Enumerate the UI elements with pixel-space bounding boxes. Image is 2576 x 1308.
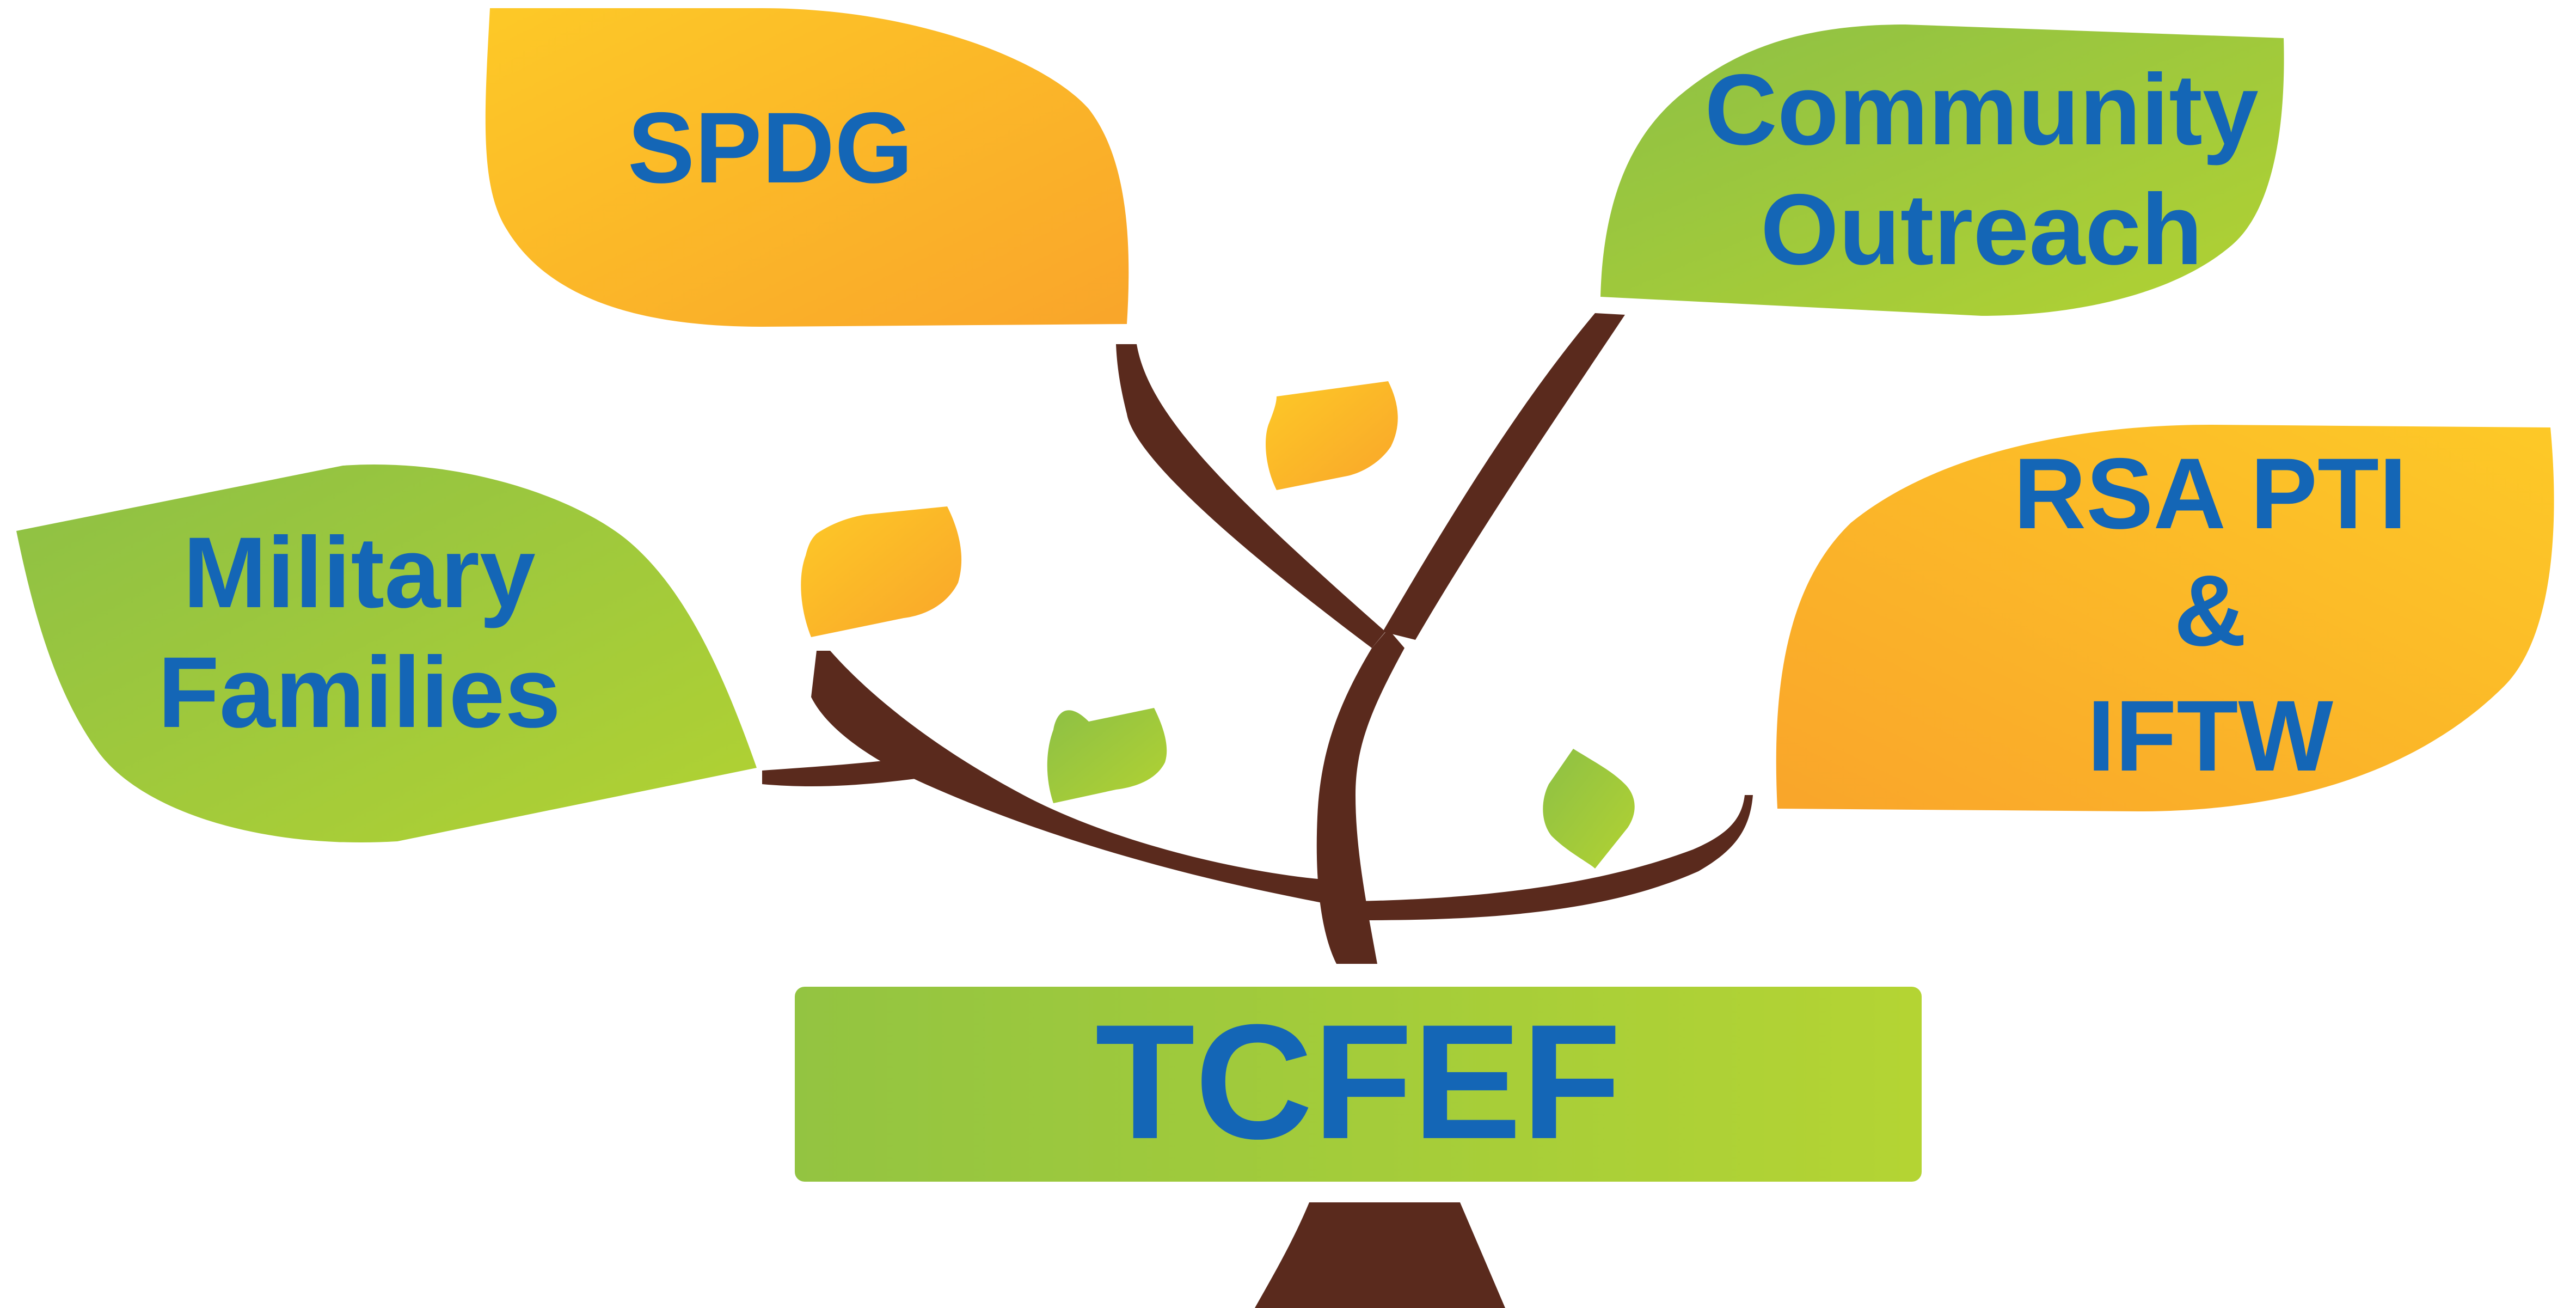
small-leaf-green-center [1047, 708, 1167, 803]
rsa-label-line1: RSA PTI [2014, 438, 2407, 550]
rsa-label-line3: IFTW [2087, 680, 2333, 792]
trunk-base [1255, 1202, 1505, 1308]
small-leaf-orange-left [801, 506, 962, 637]
community-label-line1: Community [1704, 54, 2259, 166]
branches [762, 313, 1753, 964]
leaf-military-families [16, 464, 757, 843]
small-leaf-orange-center [1266, 381, 1398, 490]
leaf-spdg [485, 8, 1129, 327]
spdg-label: SPDG [628, 92, 913, 204]
leaf-rsa-pti-iftw [1776, 425, 2554, 811]
rsa-label-line2: & [2174, 555, 2247, 667]
community-label-line2: Outreach [1761, 174, 2203, 286]
tcfef-label: TCFEF [1095, 990, 1622, 1173]
military-label-line1: Military [183, 517, 536, 629]
small-leaf-green-right [1543, 749, 1635, 869]
military-label-line2: Families [158, 637, 561, 749]
leaf-community-outreach [1600, 25, 2284, 316]
base-plate [795, 987, 1922, 1182]
